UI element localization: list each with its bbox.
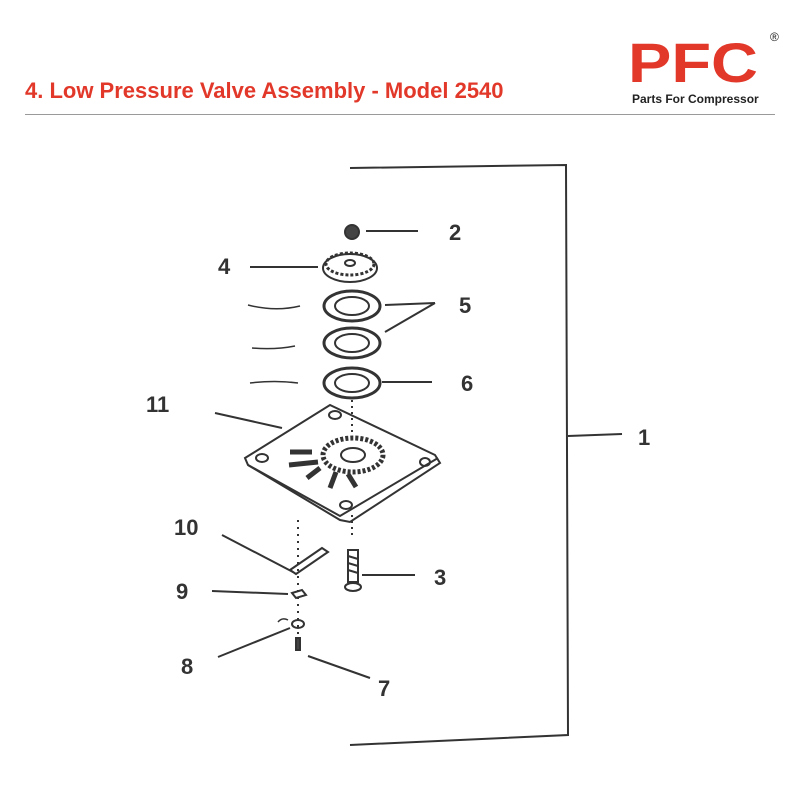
leader-10 bbox=[221, 534, 294, 573]
leader-5 bbox=[384, 302, 436, 333]
registered-mark: ® bbox=[770, 30, 779, 44]
part-11-valve-plate bbox=[243, 403, 442, 524]
callout-11: 11 bbox=[146, 392, 169, 417]
leader-9 bbox=[211, 590, 289, 595]
pfc-logo: PFC ® bbox=[628, 30, 779, 94]
part-3-screw bbox=[344, 549, 362, 592]
part-9-stop bbox=[290, 588, 308, 600]
part-5-valve-plate-lower bbox=[322, 326, 382, 360]
callout-9: 9 bbox=[176, 579, 188, 604]
page-title: 4. Low Pressure Valve Assembly - Model 2… bbox=[25, 78, 504, 103]
divider bbox=[25, 114, 775, 115]
part-10-reed bbox=[288, 546, 330, 576]
leader-1 bbox=[567, 433, 623, 437]
callout-6: 6 bbox=[461, 371, 473, 396]
callout-7: 7 bbox=[378, 676, 390, 701]
callout-10: 10 bbox=[174, 515, 198, 540]
sketch-marks bbox=[247, 304, 301, 384]
assembly-bracket bbox=[349, 163, 570, 746]
logo-tagline: Parts For Compressor bbox=[632, 92, 759, 106]
callout-1: 1 bbox=[638, 425, 650, 450]
callout-3: 3 bbox=[434, 565, 446, 590]
part-4-retainer bbox=[322, 251, 378, 283]
leader-11 bbox=[214, 412, 283, 429]
part-2-nut bbox=[344, 224, 360, 240]
leader-7 bbox=[307, 655, 371, 679]
leader-8 bbox=[217, 627, 291, 658]
callout-4: 4 bbox=[218, 254, 231, 279]
part-7-screw bbox=[295, 637, 301, 651]
part-8-washer bbox=[291, 619, 305, 629]
part-5-valve-plate-upper bbox=[322, 289, 382, 323]
callout-2: 2 bbox=[449, 220, 461, 245]
callout-5: 5 bbox=[459, 293, 471, 318]
sketch-mark bbox=[277, 618, 289, 623]
logo-text: PFC bbox=[628, 31, 758, 94]
callout-8: 8 bbox=[181, 654, 193, 679]
part-6-seal-ring bbox=[322, 366, 382, 400]
